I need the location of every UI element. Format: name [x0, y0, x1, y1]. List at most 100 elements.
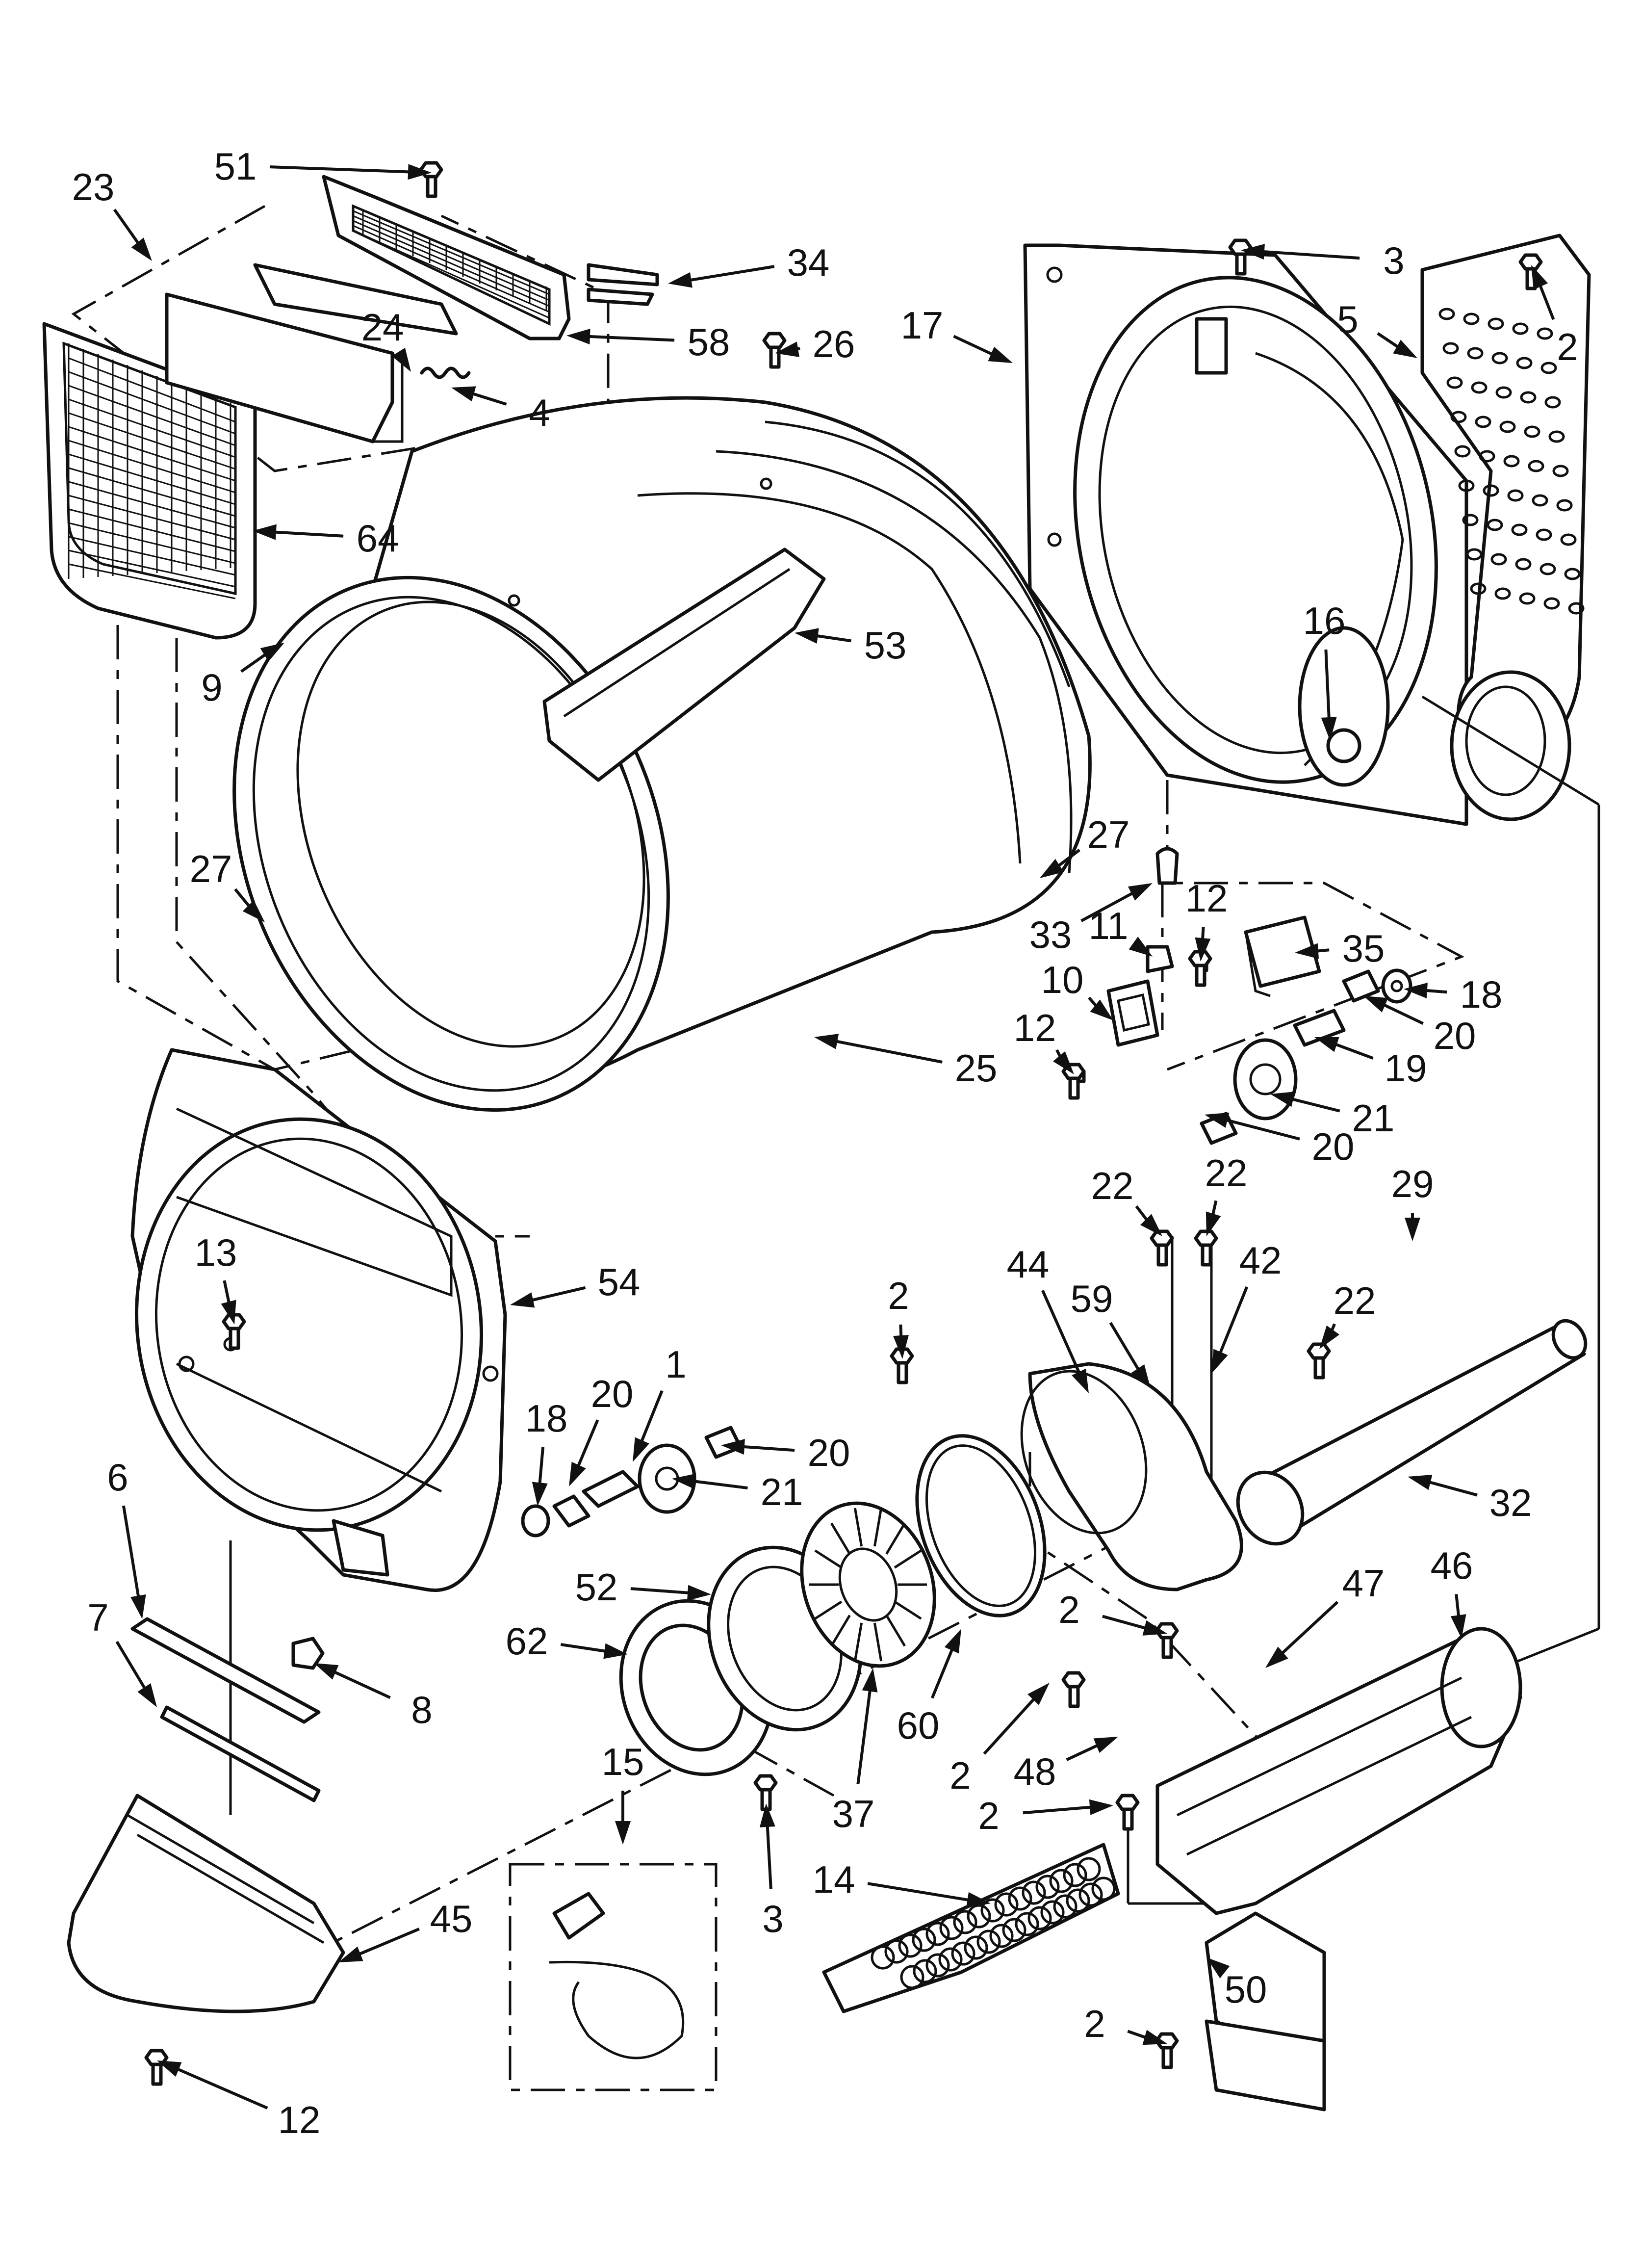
callout-c62: 62	[506, 1619, 628, 1663]
callout-c46: 46	[1431, 1544, 1473, 1639]
part-number-label: 50	[1225, 1968, 1267, 2011]
arrowhead-icon	[668, 272, 693, 288]
callout-c37: 37	[832, 1668, 878, 1835]
part-number-label: 7	[87, 1596, 108, 1639]
blower-assembly-parts	[619, 1362, 1243, 1776]
arrowhead-icon	[966, 1892, 991, 1908]
part-number-label: 18	[525, 1397, 568, 1440]
callout-c44: 44	[1007, 1243, 1089, 1393]
arrowhead-icon	[1241, 244, 1265, 260]
callout-c22c: 22	[1319, 1279, 1376, 1349]
callout-c45: 45	[338, 1897, 472, 1962]
callout-c25: 25	[814, 1034, 997, 1090]
lint-screen-part	[42, 322, 257, 640]
arrowhead-icon	[1140, 1214, 1162, 1236]
leader-line	[1538, 282, 1555, 320]
arrowhead-icon	[314, 1663, 339, 1680]
callout-c3a: 3	[1241, 239, 1405, 282]
arrowhead-icon	[603, 1643, 628, 1659]
leader-line	[867, 1882, 972, 1902]
part-number-label: 22	[1334, 1279, 1376, 1322]
arrowhead-icon	[221, 1300, 236, 1325]
arrowhead-icon	[775, 341, 799, 357]
part-number-label: 16	[1303, 599, 1346, 642]
leader-line	[1332, 1042, 1374, 1060]
callout-c12a: 12	[1185, 877, 1228, 962]
part-number-label: 27	[190, 847, 232, 890]
callout-c2b: 2	[888, 1274, 909, 1359]
leader-line	[1260, 250, 1360, 260]
arrowhead-icon	[944, 1629, 961, 1654]
leader-line	[766, 1823, 772, 1889]
callout-c12b: 12	[1014, 1006, 1074, 1074]
leader-line	[331, 1669, 391, 1699]
arrowhead-icon	[253, 524, 277, 540]
part-number-label: 26	[813, 322, 855, 365]
small-upper-parts	[165, 263, 659, 443]
callout-c13: 13	[195, 1231, 237, 1325]
leader-line	[1426, 1480, 1478, 1497]
drum-part	[232, 396, 1092, 1112]
part-number-label: 22	[1205, 1151, 1248, 1195]
part-number-label: 59	[1071, 1277, 1113, 1320]
part-number-label: 14	[813, 1858, 855, 1901]
leader-line	[1023, 1805, 1094, 1815]
arrowhead-icon	[137, 1683, 157, 1707]
arrowhead-icon	[1314, 1037, 1339, 1052]
callout-c59: 59	[1071, 1277, 1151, 1388]
part-number-label: 1	[665, 1343, 686, 1386]
leader-line	[272, 530, 344, 538]
arrowhead-icon	[1363, 996, 1388, 1013]
part-number-label: 3	[762, 1897, 783, 1940]
arrowhead-icon	[1052, 1051, 1074, 1074]
arrowhead-icon	[451, 386, 476, 402]
arrowhead-icon	[1027, 1683, 1050, 1705]
part-number-label: 32	[1489, 1481, 1532, 1524]
part-number-label: 27	[1087, 813, 1130, 856]
part-number-label: 2	[949, 1754, 971, 1797]
callout-c8: 8	[314, 1663, 433, 1731]
callout-c18a: 18	[1404, 973, 1502, 1016]
part-number-label: 47	[1342, 1562, 1385, 1605]
screw-icon	[1061, 1063, 1086, 1100]
callout-c23: 23	[72, 165, 152, 261]
screw-icon	[1518, 253, 1543, 290]
part-number-label: 9	[201, 666, 222, 709]
callout-c20c: 20	[569, 1372, 633, 1486]
part-number-label: 42	[1239, 1239, 1282, 1282]
callout-c64: 64	[253, 517, 399, 560]
callout-c20a: 20	[1363, 996, 1476, 1057]
arrowhead-icon	[814, 1034, 839, 1049]
arrowhead-icon	[1142, 2030, 1167, 2045]
callout-c4: 4	[451, 386, 550, 434]
arrowhead-icon	[130, 1594, 146, 1619]
part-number-label: 21	[761, 1470, 803, 1513]
callout-c54: 54	[510, 1260, 640, 1308]
part-number-label: 52	[575, 1565, 618, 1609]
leader-line	[234, 888, 253, 910]
toe-panel-strips	[130, 1617, 321, 1802]
part-number-label: 2	[1058, 1588, 1079, 1631]
arrowhead-icon	[1129, 937, 1153, 957]
leader-line	[529, 1286, 586, 1303]
screw-icon	[1307, 1342, 1331, 1380]
leader-line	[1066, 1743, 1101, 1761]
bracket-part	[1205, 1911, 1326, 2112]
leader-line	[240, 652, 269, 673]
callout-c6: 6	[107, 1456, 146, 1619]
heater-duct-cover-part	[1420, 234, 1591, 821]
arrowhead-icon	[1531, 265, 1548, 290]
callout-c60: 60	[897, 1629, 961, 1747]
part-number-label: 5	[1337, 298, 1358, 341]
callout-c22b: 22	[1205, 1151, 1248, 1236]
callout-c52: 52	[575, 1565, 711, 1609]
arrowhead-icon	[893, 1335, 909, 1359]
callout-c53: 53	[795, 624, 906, 667]
screw-icon	[762, 332, 787, 369]
arrowhead-icon	[1295, 943, 1319, 959]
arrowhead-icon	[1142, 1620, 1167, 1636]
arrowhead-icon	[672, 1473, 696, 1489]
callout-c24: 24	[361, 306, 411, 372]
duct-perforations	[1438, 308, 1585, 615]
